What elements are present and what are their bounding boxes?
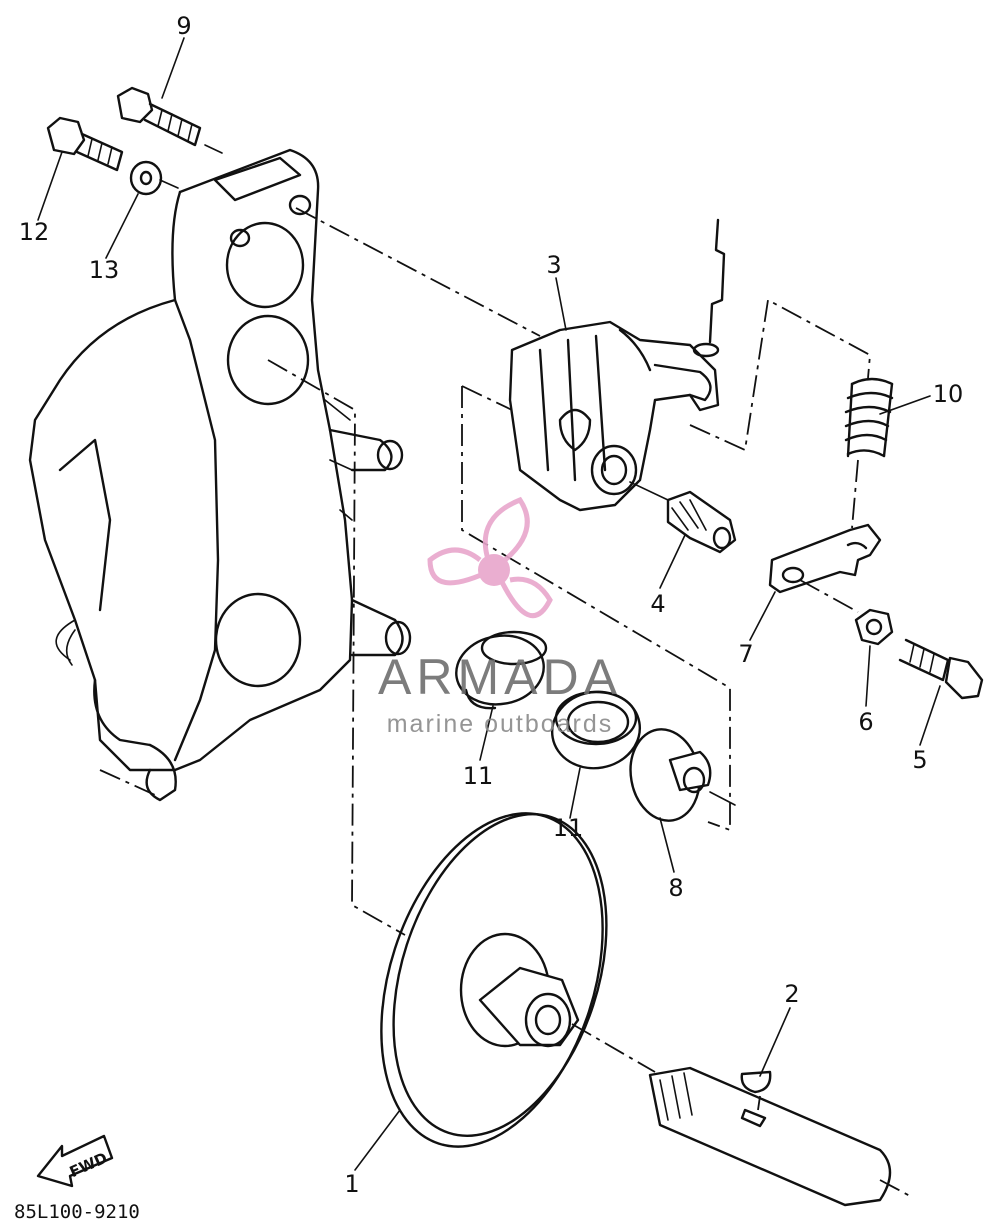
callout-12: 12 [19,218,50,246]
housing [28,148,412,802]
leader-lines [37,37,941,1171]
pulley-1 [380,812,608,1148]
bracket-3 [508,320,720,512]
spring-10 [844,377,894,458]
callout-8: 8 [668,874,683,902]
cam-4 [629,481,737,554]
callout-4: 4 [650,590,665,618]
callout-11-b: 11 [553,814,584,842]
woodruff-key-2 [740,1070,772,1094]
washer-13 [129,160,179,196]
callout-9: 9 [176,12,191,40]
assembly-lines [267,207,911,1197]
callout-11-a: 11 [463,762,494,790]
pin-8 [629,728,736,822]
shaft [648,1066,892,1207]
callout-1: 1 [344,1170,359,1198]
callout-13: 13 [89,256,120,284]
callout-5: 5 [912,746,927,774]
watermark: ARMADA marine outboards [378,496,622,738]
propeller-logo [427,496,553,619]
callout-2: 2 [784,980,799,1008]
watermark-tagline: marine outboards [387,710,614,738]
bolt-5 [898,638,984,700]
callout-6: 6 [858,708,873,736]
fwd-arrow: FWD [36,1134,114,1188]
watermark-brand: ARMADA [378,649,622,705]
nut-6 [854,608,894,646]
bolt-12 [46,116,124,172]
link-plate-7 [768,523,882,594]
drawing-code: 85L100-9210 [14,1201,140,1223]
cable-rod [692,218,726,358]
bolt-9 [116,86,223,154]
callout-10: 10 [933,380,964,408]
callout-3: 3 [546,251,561,279]
collar-11-a [455,630,548,710]
callout-7: 7 [738,640,753,668]
collar-11-b [550,690,642,770]
callout-labels: 9 12 13 3 10 4 7 6 5 11 11 8 2 1 [19,12,964,1198]
